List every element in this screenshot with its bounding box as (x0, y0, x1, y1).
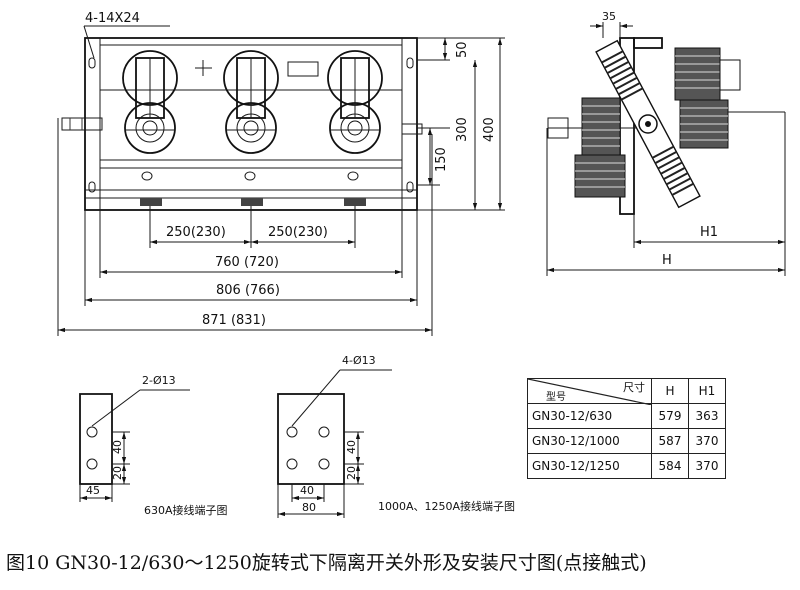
hole-spec-label: 4-14X24 (85, 11, 140, 26)
header-h1: H1 (688, 378, 726, 404)
row-h1: 370 (688, 453, 726, 479)
width-760: 760 (720) (215, 255, 279, 270)
pole-3 (327, 50, 383, 206)
terminal-1000-drawing: 4-Ø13 40 20 40 80 1000A、1250A接线端子图 (277, 354, 515, 518)
dim-h: H (662, 253, 672, 268)
terminal-630-hole-spec: 2-Ø13 (142, 374, 176, 387)
dim-35: 35 (602, 10, 616, 23)
terminal-630-drawing: 2-Ø13 40 20 45 630A接线端子图 (79, 374, 228, 517)
side-view: 35 H1 H (546, 10, 786, 276)
pitch-dim-2: 250(230) (268, 225, 328, 240)
row-h: 584 (651, 453, 689, 479)
row-h1: 363 (688, 403, 726, 429)
dim-h1: H1 (700, 225, 718, 240)
table-row: GN30-12/1000 587 370 (527, 428, 726, 454)
dim-50: 50 (455, 41, 470, 58)
terminal-1000-label: 1000A、1250A接线端子图 (378, 499, 515, 513)
terminal-630-dim-45: 45 (86, 484, 100, 497)
terminal-1000-dim-40v: 40 (345, 440, 358, 454)
table-row: GN30-12/1250 584 370 (527, 453, 726, 479)
terminal-630-label: 630A接线端子图 (144, 503, 228, 517)
row-model: GN30-12/630 (527, 403, 652, 429)
row-model: GN30-12/1250 (527, 453, 652, 479)
row-h1: 370 (688, 428, 726, 454)
terminal-630-dim-40: 40 (111, 440, 124, 454)
terminal-630-dim-20: 20 (111, 466, 124, 480)
header-diagonal-line (528, 379, 652, 405)
pole-1 (122, 50, 178, 206)
spec-table: 尺寸 型号 H H1 GN30-12/630 579 363 GN30-12/1… (527, 378, 726, 479)
terminal-1000-dim-80: 80 (302, 501, 316, 514)
row-model: GN30-12/1000 (527, 428, 652, 454)
terminal-1000-dim-40h: 40 (300, 484, 314, 497)
header-model: 型号 (546, 392, 566, 403)
front-view: 50 300 400 150 4-14X24 250(230) 250(230)… (57, 11, 505, 336)
header-size: 尺寸 (623, 381, 645, 394)
figure-caption: 图10 GN30-12/630～1250旋转式下隔离开关外形及安装尺寸图(点接触… (6, 552, 647, 574)
dim-300: 300 (455, 117, 470, 142)
pitch-dim-1: 250(230) (166, 225, 226, 240)
terminal-1000-hole-spec: 4-Ø13 (342, 354, 376, 367)
width-806: 806 (766) (216, 283, 280, 298)
dim-400: 400 (482, 117, 497, 142)
terminal-1000-dim-20v: 20 (345, 466, 358, 480)
header-h: H (651, 378, 689, 404)
table-header-diagonal: 尺寸 型号 (527, 378, 652, 405)
width-871: 871 (831) (202, 313, 266, 328)
dim-150: 150 (434, 147, 449, 172)
row-h: 587 (651, 428, 689, 454)
row-h: 579 (651, 403, 689, 429)
table-header-row: 尺寸 型号 H H1 (527, 378, 726, 405)
table-row: GN30-12/630 579 363 (527, 403, 726, 429)
pole-2 (223, 50, 279, 206)
